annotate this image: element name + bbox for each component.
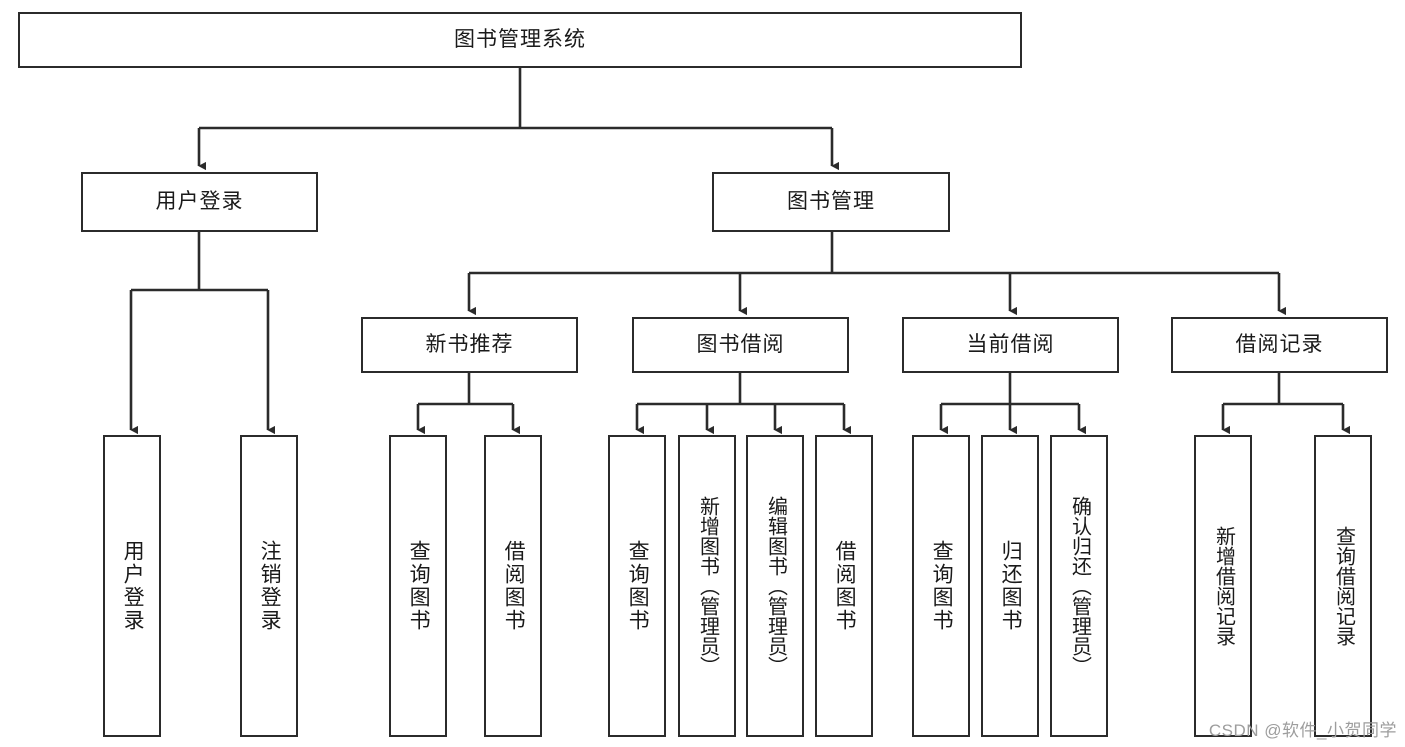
node-leaf-return-book[interactable]: 归还图书 <box>981 435 1039 737</box>
node-leaf-query-book-2[interactable]: 查询图书 <box>608 435 666 737</box>
node-root[interactable]: 图书管理系统 <box>18 12 1022 68</box>
node-current-borrow[interactable]: 当前借阅 <box>902 317 1119 373</box>
node-leaf-return-book-label: 归还图书 <box>999 540 1023 632</box>
node-leaf-user-login-label: 用户登录 <box>121 540 145 632</box>
node-leaf-borrow-book-2[interactable]: 借阅图书 <box>815 435 873 737</box>
node-new-book-recommend-label: 新书推荐 <box>425 333 514 357</box>
node-borrow-record-label: 借阅记录 <box>1235 333 1324 357</box>
node-leaf-query-book-1-label: 查询图书 <box>407 540 431 632</box>
node-leaf-query-record[interactable]: 查询借阅记录 <box>1314 435 1372 737</box>
node-book-manage[interactable]: 图书管理 <box>712 172 950 232</box>
node-book-manage-label: 图书管理 <box>787 190 875 214</box>
node-leaf-logout[interactable]: 注销登录 <box>240 435 298 737</box>
node-leaf-add-book[interactable]: 新增图书（管理员） <box>678 435 736 737</box>
node-leaf-query-book-3[interactable]: 查询图书 <box>912 435 970 737</box>
node-leaf-borrow-book-1-label: 借阅图书 <box>502 540 526 632</box>
node-leaf-query-record-label: 查询借阅记录 <box>1332 526 1355 646</box>
node-leaf-confirm-return[interactable]: 确认归还（管理员） <box>1050 435 1108 737</box>
node-leaf-logout-label: 注销登录 <box>258 540 282 632</box>
node-leaf-user-login[interactable]: 用户登录 <box>103 435 161 737</box>
node-book-borrow-label: 图书借阅 <box>696 333 785 357</box>
node-leaf-query-book-1[interactable]: 查询图书 <box>389 435 447 737</box>
node-leaf-edit-book[interactable]: 编辑图书（管理员） <box>746 435 804 737</box>
node-leaf-borrow-book-2-label: 借阅图书 <box>833 540 857 632</box>
node-leaf-add-record[interactable]: 新增借阅记录 <box>1194 435 1252 737</box>
csdn-watermark: CSDN @软件_小贺同学 <box>1208 721 1397 740</box>
node-user-login-label: 用户登录 <box>155 190 244 214</box>
node-borrow-record[interactable]: 借阅记录 <box>1171 317 1388 373</box>
node-new-book-recommend[interactable]: 新书推荐 <box>361 317 578 373</box>
node-leaf-add-record-label: 新增借阅记录 <box>1212 526 1235 646</box>
node-leaf-query-book-2-label: 查询图书 <box>626 540 650 632</box>
node-user-login[interactable]: 用户登录 <box>81 172 318 232</box>
node-leaf-query-book-3-label: 查询图书 <box>930 540 954 632</box>
node-leaf-edit-book-label: 编辑图书（管理员） <box>764 496 787 676</box>
node-leaf-confirm-return-label: 确认归还（管理员） <box>1068 496 1091 676</box>
node-root-label: 图书管理系统 <box>454 28 586 52</box>
node-book-borrow[interactable]: 图书借阅 <box>632 317 849 373</box>
node-leaf-add-book-label: 新增图书（管理员） <box>696 496 719 676</box>
node-current-borrow-label: 当前借阅 <box>966 333 1055 357</box>
node-leaf-borrow-book-1[interactable]: 借阅图书 <box>484 435 542 737</box>
